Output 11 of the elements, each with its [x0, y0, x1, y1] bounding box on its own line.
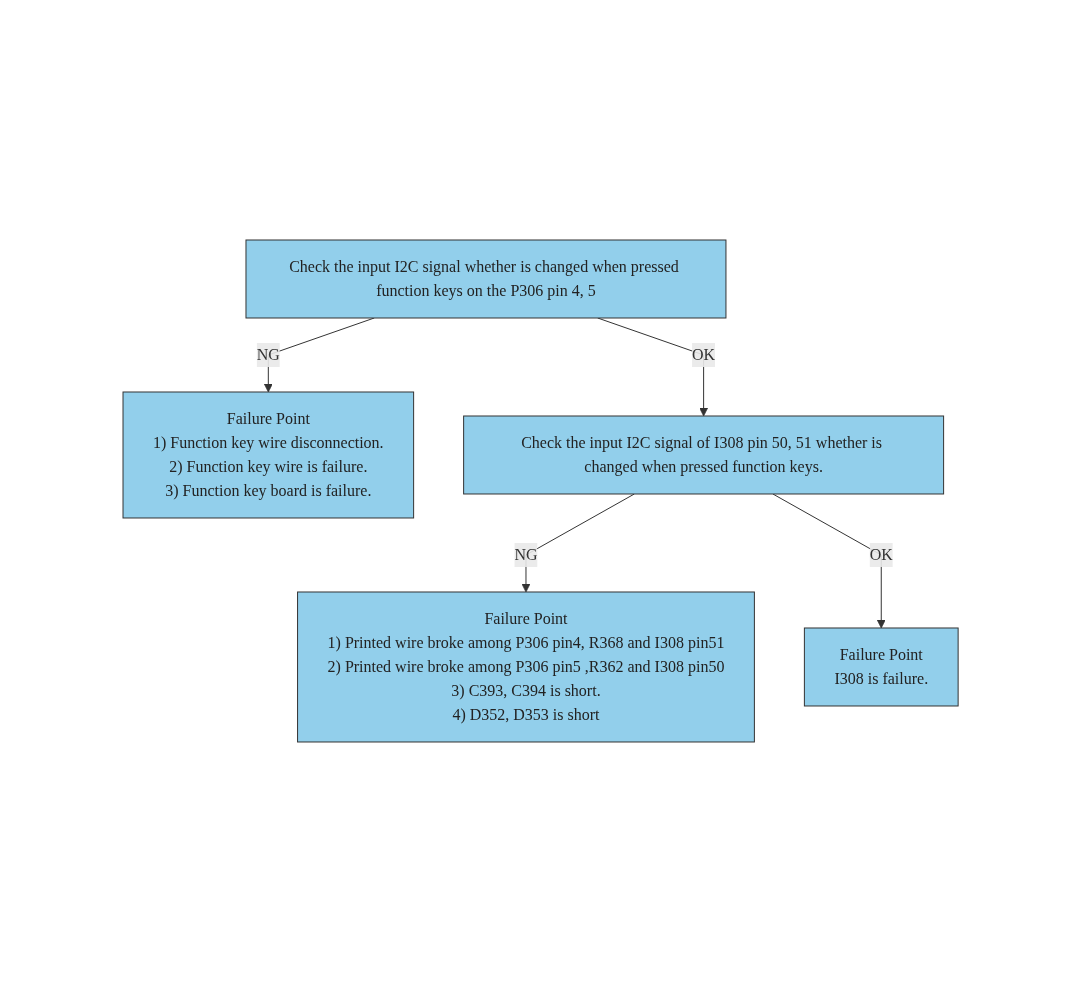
- edge-label: NG: [514, 545, 538, 563]
- edge-label: OK: [869, 545, 893, 563]
- node-box: Check the input I2C signal of I308 pin 50, 51 whether is changed when pressed function keys.: [463, 415, 945, 494]
- edge-label: NG: [256, 345, 280, 363]
- arrow: [772, 493, 886, 628]
- node-box: Failure Point 1) Function key wire disconnection. 2) Function key wire is failure. 3) Function key board is failure.: [122, 391, 415, 518]
- arrow: [521, 493, 635, 592]
- edge-label: OK: [691, 345, 716, 363]
- node-box: Failure Point I308 is failure.: [803, 627, 959, 706]
- node-box: Check the input I2C signal whether is changed when pressed function keys on the P306 pin 4, 5: [245, 239, 727, 318]
- node-box: Failure Point 1) Printed wire broke among P306 pin4, R368 and I308 pin51 2) Printed wire broke among P306 pin5 ,R362 and I308 pin50 3) C393, C394 is short. 4) D352, D353 is short: [297, 591, 755, 742]
